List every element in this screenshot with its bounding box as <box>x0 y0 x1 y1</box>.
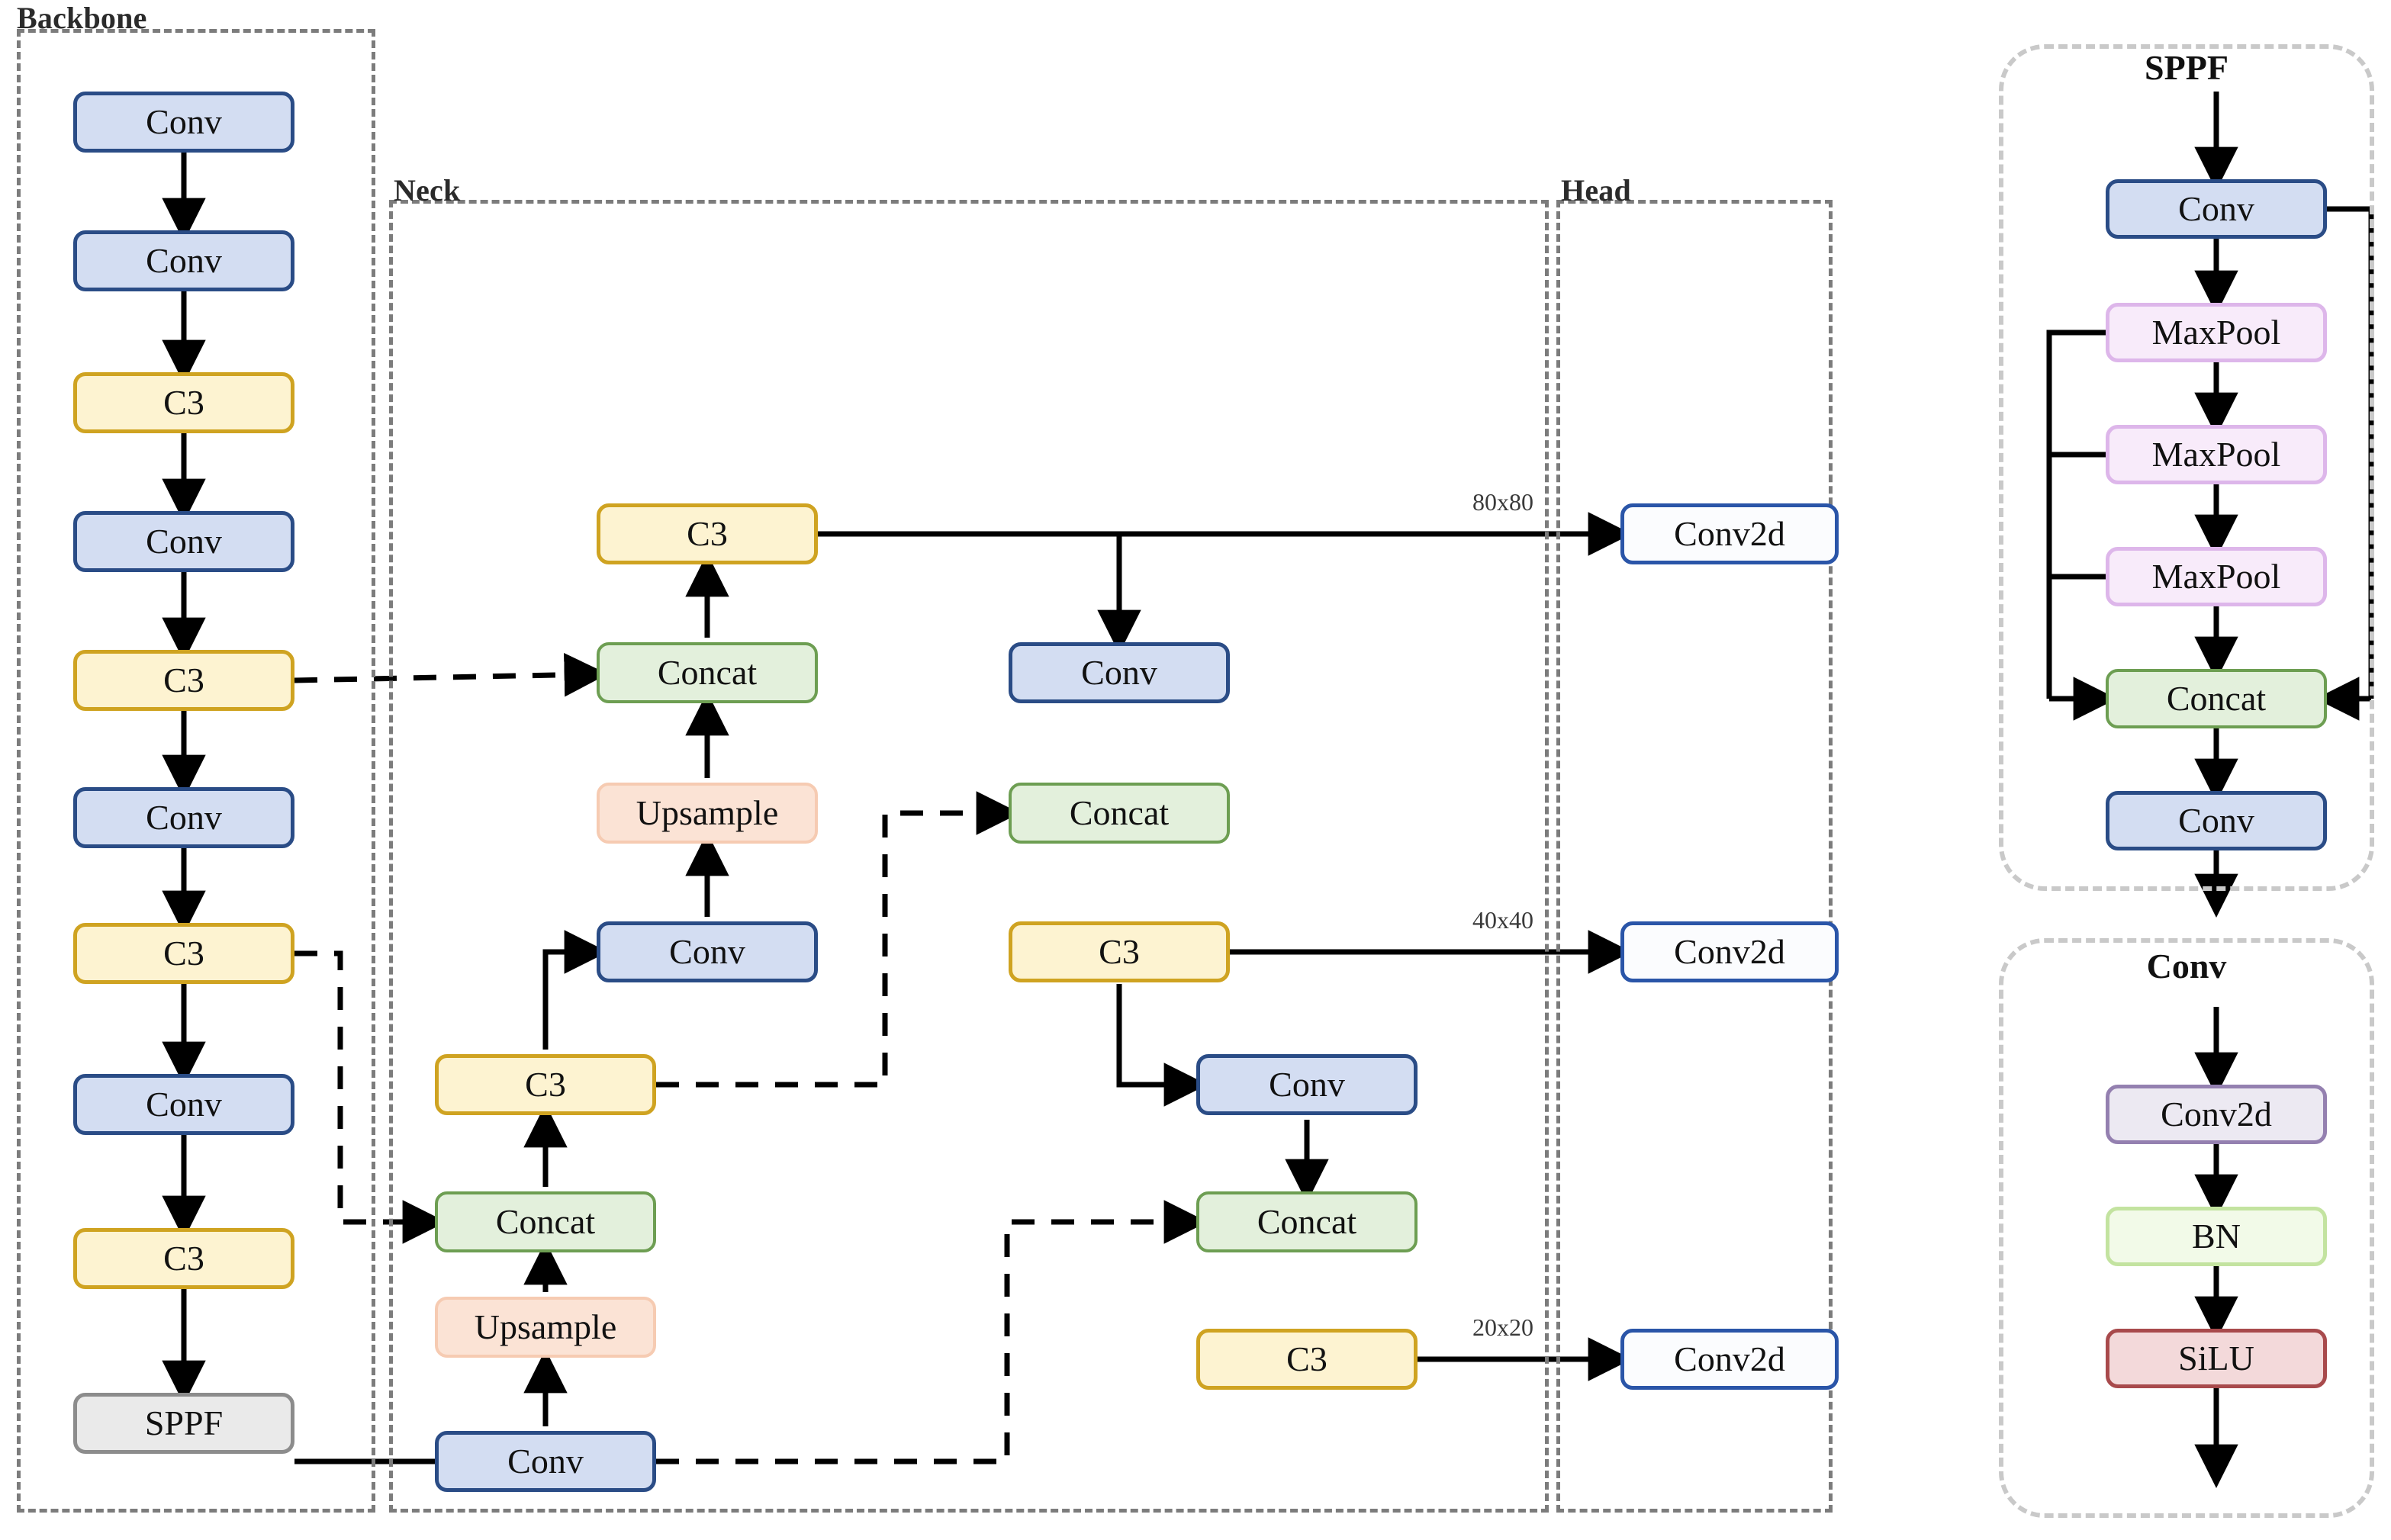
head-section-label: Head <box>1561 173 1631 207</box>
node-label: C3 <box>163 934 204 973</box>
node-label: Conv <box>1269 1065 1345 1104</box>
node-nk-conv-p1[interactable]: Conv <box>1009 642 1230 703</box>
legend-frame-conv-legend <box>1999 938 2374 1518</box>
node-label: Conv <box>1081 653 1157 692</box>
node-bb-conv-4[interactable]: Conv <box>73 787 294 848</box>
node-sppf-conv-in[interactable]: Conv <box>2106 179 2327 239</box>
node-label: Conv2d <box>1674 932 1785 971</box>
group-frame-neck <box>389 200 1549 1513</box>
node-label: MaxPool <box>2151 557 2281 596</box>
node-label: Conv <box>146 798 222 837</box>
node-label: Conv <box>507 1442 584 1481</box>
node-sppf-maxpool-3[interactable]: MaxPool <box>2106 547 2327 606</box>
group-frame-head <box>1556 200 1833 1513</box>
node-bb-sppf[interactable]: SPPF <box>73 1393 294 1454</box>
node-nk-concat-mid[interactable]: Concat <box>435 1191 656 1252</box>
node-label: Conv <box>146 522 222 561</box>
node-label: C3 <box>1099 932 1140 971</box>
node-nk-c3-mid[interactable]: C3 <box>435 1054 656 1115</box>
node-nk-concat-top[interactable]: Concat <box>597 642 818 703</box>
node-nk-conv-bot[interactable]: Conv <box>435 1431 656 1492</box>
node-hd-conv2d-20[interactable]: Conv2d <box>1620 1329 1839 1390</box>
node-hd-conv2d-40[interactable]: Conv2d <box>1620 921 1839 982</box>
node-label: C3 <box>687 514 728 553</box>
node-label: MaxPool <box>2151 313 2281 352</box>
node-label: Concat <box>2166 679 2267 718</box>
node-label: Concat <box>1257 1202 1357 1241</box>
node-bb-conv-2[interactable]: Conv <box>73 230 294 291</box>
node-nk-concat-p2[interactable]: Concat <box>1196 1191 1418 1252</box>
node-label: C3 <box>163 661 204 699</box>
conv-legend-title: Conv <box>2146 947 2227 985</box>
node-label: C3 <box>525 1065 566 1104</box>
node-nk-c3-p2[interactable]: C3 <box>1196 1329 1418 1390</box>
node-label: SiLU <box>2178 1339 2254 1378</box>
node-nk-upsample-top[interactable]: Upsample <box>597 783 818 844</box>
node-conv-conv2d[interactable]: Conv2d <box>2106 1085 2327 1144</box>
node-nk-conv-top[interactable]: Conv <box>597 921 818 982</box>
node-label: Concat <box>1069 793 1170 832</box>
node-sppf-maxpool-2[interactable]: MaxPool <box>2106 425 2327 484</box>
node-bb-c3-4[interactable]: C3 <box>73 1228 294 1289</box>
node-label: Upsample <box>636 793 779 832</box>
node-nk-upsample-bot[interactable]: Upsample <box>435 1297 656 1358</box>
node-label: Conv <box>669 932 745 971</box>
node-sppf-maxpool-1[interactable]: MaxPool <box>2106 303 2327 362</box>
node-label: Concat <box>495 1202 596 1241</box>
node-bb-c3-1[interactable]: C3 <box>73 372 294 433</box>
node-bb-conv-1[interactable]: Conv <box>73 92 294 153</box>
node-label: C3 <box>163 383 204 422</box>
node-conv-bn[interactable]: BN <box>2106 1207 2327 1266</box>
node-bb-c3-3[interactable]: C3 <box>73 923 294 984</box>
node-label: Conv <box>146 241 222 280</box>
node-sppf-concat[interactable]: Concat <box>2106 669 2327 728</box>
node-label: C3 <box>163 1239 204 1278</box>
node-label: Conv2d <box>2161 1095 2272 1133</box>
node-label: Concat <box>657 653 758 692</box>
node-bb-conv-5[interactable]: Conv <box>73 1074 294 1135</box>
node-nk-concat-p1[interactable]: Concat <box>1009 783 1230 844</box>
node-bb-c3-2[interactable]: C3 <box>73 650 294 711</box>
node-label: SPPF <box>144 1403 224 1442</box>
node-hd-conv2d-80[interactable]: Conv2d <box>1620 503 1839 564</box>
group-frame-backbone <box>17 29 375 1513</box>
node-sppf-conv-out[interactable]: Conv <box>2106 791 2327 850</box>
legend-frame-sppf-legend <box>1999 44 2374 891</box>
node-label: Upsample <box>474 1307 617 1346</box>
node-nk-c3-p1[interactable]: C3 <box>1009 921 1230 982</box>
edge-label-80x80: 80x80 <box>1472 488 1533 516</box>
node-label: BN <box>2192 1217 2241 1255</box>
node-label: C3 <box>1286 1339 1327 1378</box>
sppf-legend-title: SPPF <box>2145 48 2228 87</box>
node-bb-conv-3[interactable]: Conv <box>73 511 294 572</box>
node-conv-silu[interactable]: SiLU <box>2106 1329 2327 1388</box>
node-label: MaxPool <box>2151 435 2281 474</box>
node-label: Conv <box>146 1085 222 1124</box>
node-label: Conv2d <box>1674 514 1785 553</box>
node-label: Conv <box>2178 801 2254 840</box>
node-label: Conv <box>146 102 222 141</box>
neck-section-label: Neck <box>394 173 461 207</box>
node-nk-conv-p2[interactable]: Conv <box>1196 1054 1418 1115</box>
node-label: Conv2d <box>1674 1339 1785 1378</box>
backbone-section-label: Backbone <box>17 1 147 35</box>
edge-label-20x20: 20x20 <box>1472 1313 1533 1341</box>
node-label: Conv <box>2178 189 2254 228</box>
node-nk-c3-top[interactable]: C3 <box>597 503 818 564</box>
edge-label-40x40: 40x40 <box>1472 906 1533 934</box>
